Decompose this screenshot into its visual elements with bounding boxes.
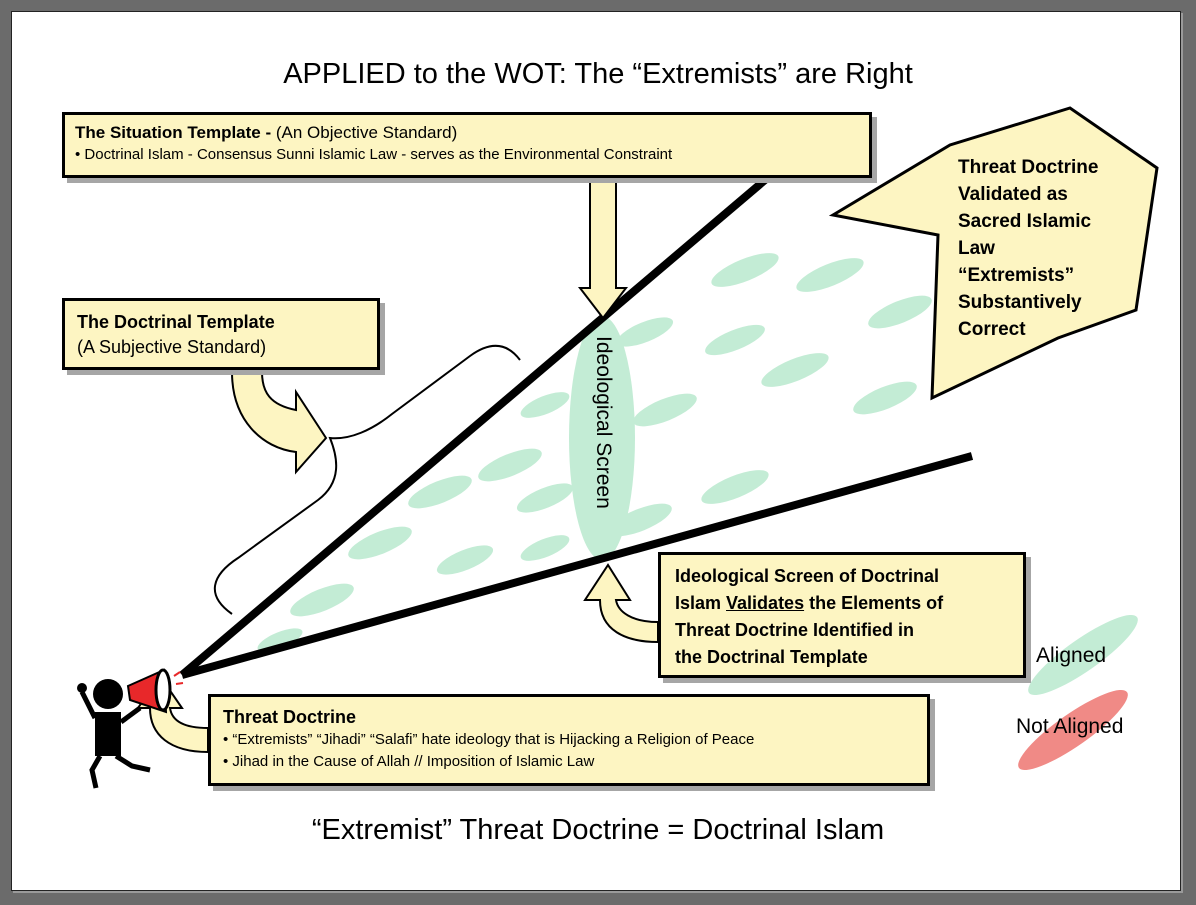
callout-line: “Extremists” [958, 265, 1075, 286]
doctrinal-brace [213, 345, 521, 615]
callout-line: Validated as [958, 184, 1068, 205]
megaphone-icon [126, 668, 184, 714]
callout-text: Threat Doctrine Validated as Sacred Isla… [958, 154, 1098, 343]
doctrinal-template-box: The Doctrinal Template (A Subjective Sta… [62, 298, 380, 370]
ideological-screen-box: Ideological Screen of Doctrinal Islam Va… [658, 552, 1026, 678]
cone-lower-line [180, 452, 974, 679]
situation-template-box: The Situation Template - (An Objective S… [62, 112, 872, 178]
callout-line: Correct [958, 319, 1026, 340]
screen-box-line: Islam Validates the Elements of [675, 590, 1009, 617]
legend-aligned-swatch [1028, 614, 1138, 696]
doctrinal-template-subheading: (A Subjective Standard) [77, 337, 267, 357]
situation-template-heading: The Situation Template - [75, 123, 272, 142]
ideological-screen-label: Ideological Screen [592, 336, 615, 509]
callout-line: Threat Doctrine [958, 157, 1099, 178]
cone-upper-line [179, 176, 768, 679]
screen-curved-arrow [583, 563, 659, 644]
slide-footer: “Extremist” Threat Doctrine = Doctrinal … [311, 814, 885, 846]
legend-not-aligned-swatch [1018, 689, 1128, 771]
threat-doctrine-heading: Threat Doctrine [223, 707, 357, 727]
aligned-marks [257, 253, 932, 652]
callout-line: Law [958, 238, 995, 259]
situation-template-subheading: (An Objective Standard) [271, 123, 458, 142]
legend-not-aligned-label: Not Aligned [1016, 715, 1124, 738]
stick-figure-icon [77, 679, 151, 789]
threat-doctrine-box: Threat Doctrine • “Extremists” “Jihadi” … [208, 694, 930, 786]
doctrinal-template-heading: The Doctrinal Template [77, 312, 275, 332]
situation-template-bullet: • Doctrinal Islam - Consensus Sunni Isla… [75, 146, 673, 163]
screen-box-line: Ideological Screen of Doctrinal [675, 566, 940, 586]
slide-title: APPLIED to the WOT: The “Extremists” are… [283, 58, 913, 90]
doctrinal-curved-arrow [230, 371, 328, 475]
screen-box-validates: Validates [726, 593, 805, 613]
screen-box-text: Islam [675, 593, 727, 613]
ideological-screen-ellipse [569, 316, 635, 560]
threat-doctrine-bullet: • Jihad in the Cause of Allah // Imposit… [223, 753, 595, 770]
threat-doctrine-bullet: • “Extremists” “Jihadi” “Salafi” hate id… [223, 731, 755, 748]
screen-box-line: Threat Doctrine Identified in [675, 620, 915, 640]
legend-aligned-label: Aligned [1036, 644, 1107, 667]
situation-down-arrow [577, 179, 629, 320]
callout-line: Sacred Islamic [958, 211, 1092, 232]
screen-box-line: the Doctrinal Template [675, 647, 868, 667]
screen-box-text: the Elements of [804, 593, 944, 613]
callout-shape [828, 106, 1159, 401]
callout-line: Substantively [958, 292, 1082, 313]
